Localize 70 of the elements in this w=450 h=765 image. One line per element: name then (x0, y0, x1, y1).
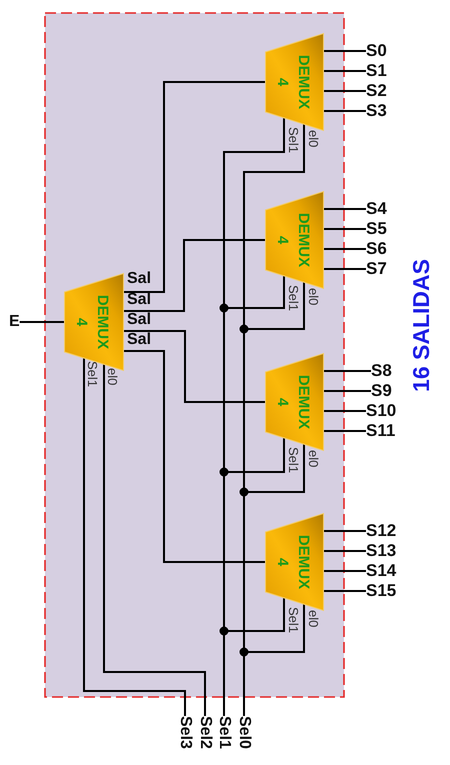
wire (324, 70, 366, 72)
pin-label: el0 (307, 288, 320, 306)
block-title: DEMUX (295, 374, 311, 430)
select-input-label: Sel1 (216, 716, 232, 749)
wire (324, 228, 366, 230)
output-label: S0 (366, 43, 387, 59)
wire (324, 268, 366, 270)
output-label: S8 (371, 363, 392, 379)
pin-label: Sel1 (287, 447, 300, 474)
output-label: S13 (366, 543, 396, 559)
block-subtitle: 4 (274, 236, 290, 244)
wire (20, 321, 64, 323)
output-label: S4 (366, 201, 387, 217)
wire (124, 239, 265, 312)
wire (103, 364, 206, 716)
output-label: S2 (366, 83, 387, 99)
output-label: S6 (366, 241, 387, 257)
pin-label: el0 (307, 610, 320, 628)
pin-label: Sel1 (86, 361, 99, 388)
block-title: DEMUX (295, 54, 311, 110)
pin-label: Sal (127, 272, 152, 286)
wire (324, 370, 371, 372)
pin-label: Sel1 (287, 285, 300, 312)
block-subtitle: 4 (73, 318, 89, 326)
wire (324, 590, 366, 592)
wire (324, 50, 366, 52)
pin-label: Sal (127, 313, 152, 327)
pin-label: Sal (127, 293, 152, 307)
block-subtitle: 4 (274, 558, 290, 566)
wire (324, 530, 366, 532)
output-label: S14 (366, 563, 396, 579)
dashed-enclosure (44, 12, 345, 698)
output-label: S15 (366, 583, 396, 599)
pin-label: el0 (106, 368, 119, 386)
output-label: S3 (366, 103, 387, 119)
wire (124, 350, 265, 563)
wire (324, 390, 371, 392)
pin-label: Sel1 (287, 127, 300, 154)
output-label: S7 (366, 261, 387, 277)
input-label: E (9, 313, 20, 331)
block-subtitle: 4 (274, 78, 290, 86)
output-label: S5 (366, 221, 387, 237)
pin-label: Sal (127, 333, 152, 347)
wire (124, 330, 265, 403)
block-title: DEMUX (295, 212, 311, 268)
output-label: S12 (366, 523, 396, 539)
select-input-label: Sel0 (236, 716, 252, 749)
wire (324, 90, 366, 92)
output-label: S10 (366, 403, 396, 419)
wire (324, 550, 366, 552)
block-subtitle: 4 (274, 398, 290, 406)
wire (124, 81, 265, 293)
output-label: S9 (371, 383, 392, 399)
output-label: S1 (366, 63, 387, 79)
select-input-label: Sel3 (177, 716, 193, 749)
wire (83, 358, 186, 716)
block-title: DEMUX (94, 294, 110, 350)
wire (324, 430, 366, 432)
select-input-label: Sel2 (197, 716, 213, 749)
pin-label: el0 (307, 450, 320, 468)
wire (324, 110, 366, 112)
block-title: DEMUX (295, 534, 311, 590)
output-label: S11 (366, 423, 396, 439)
wire (324, 410, 366, 412)
wire (324, 208, 366, 210)
wire (324, 248, 366, 250)
pin-label: Sel1 (287, 607, 300, 634)
pin-label: el0 (307, 130, 320, 148)
side-title: 16 SALIDAS (410, 259, 433, 392)
wire (324, 570, 366, 572)
